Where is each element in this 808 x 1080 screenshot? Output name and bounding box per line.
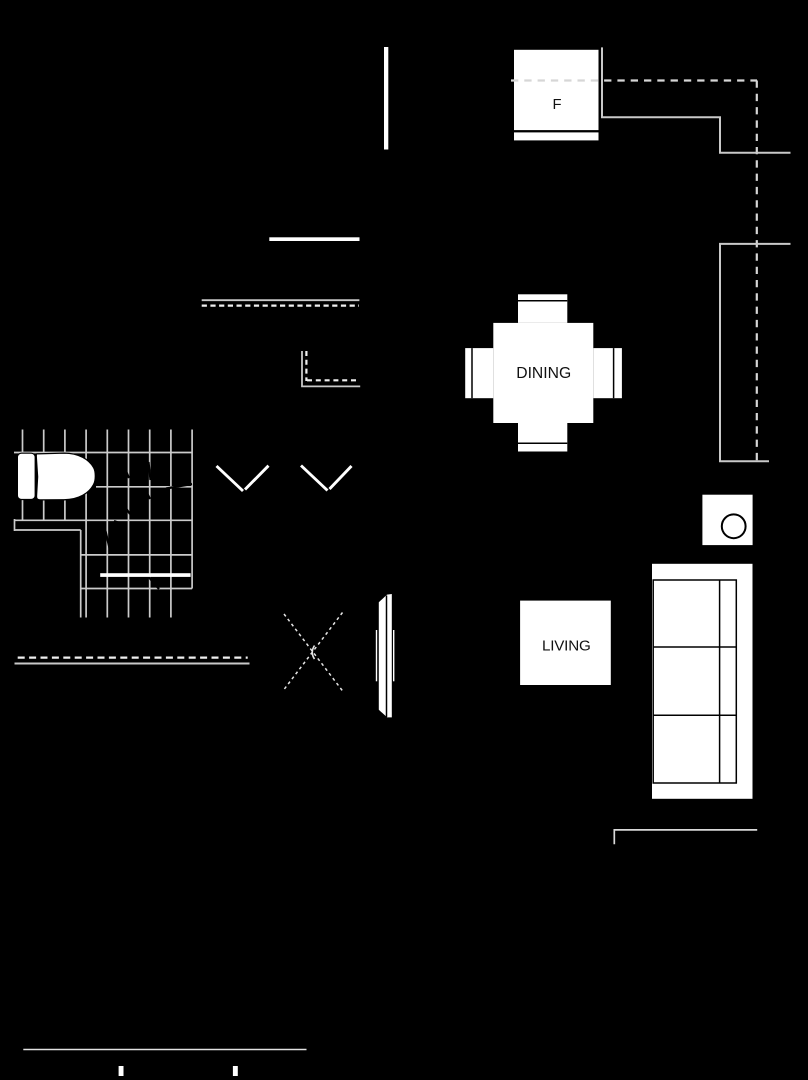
svg-text:F: F xyxy=(552,97,561,113)
svg-text:LIVING: LIVING xyxy=(542,638,591,655)
svg-text:DINING: DINING xyxy=(516,365,571,382)
